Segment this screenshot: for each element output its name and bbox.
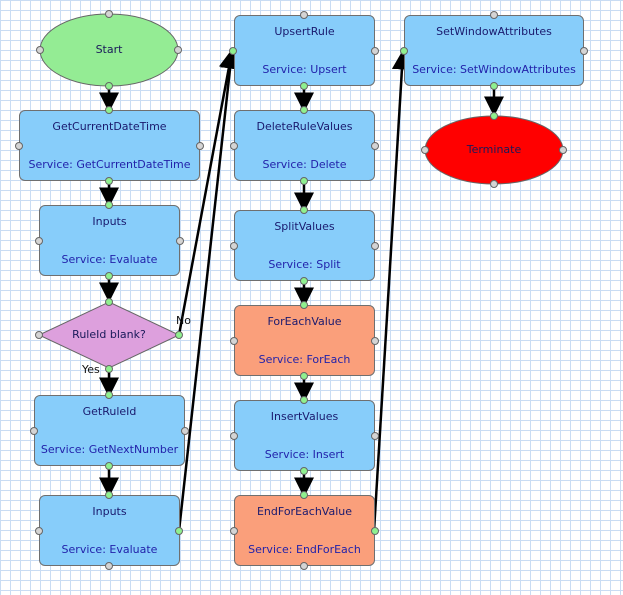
node-service: Service: Upsert <box>262 63 347 76</box>
node-inputs-2[interactable]: Inputs Service: Evaluate <box>39 495 180 566</box>
port[interactable] <box>300 11 308 19</box>
port[interactable] <box>300 562 308 570</box>
port-connected[interactable] <box>490 82 498 90</box>
node-title: GetCurrentDateTime <box>52 120 167 133</box>
port[interactable] <box>490 180 498 188</box>
node-get-rule-id[interactable]: GetRuleId Service: GetNextNumber <box>34 395 185 466</box>
node-for-each-value[interactable]: ForEachValue Service: ForEach <box>234 305 375 376</box>
port-connected[interactable] <box>105 365 113 373</box>
node-service: Service: Split <box>268 258 341 271</box>
node-service: Service: Insert <box>264 448 345 461</box>
port-connected[interactable] <box>105 106 113 114</box>
port-connected[interactable] <box>175 331 183 339</box>
node-service: Service: EndForEach <box>248 543 361 556</box>
node-end-for-each-value[interactable]: EndForEachValue Service: EndForEach <box>234 495 375 566</box>
node-insert-values[interactable]: InsertValues Service: Insert <box>234 400 375 471</box>
port[interactable] <box>35 331 43 339</box>
decision-no-label: No <box>176 314 191 327</box>
start-label: Start <box>95 43 123 56</box>
port[interactable] <box>371 242 379 250</box>
port[interactable] <box>371 432 379 440</box>
port[interactable] <box>580 47 588 55</box>
port-connected[interactable] <box>105 272 113 280</box>
port[interactable] <box>196 142 204 150</box>
node-title: ForEachValue <box>267 315 342 328</box>
port[interactable] <box>181 427 189 435</box>
port[interactable] <box>490 11 498 19</box>
node-title: InsertValues <box>270 410 339 423</box>
node-set-window-attributes[interactable]: SetWindowAttributes Service: SetWindowAt… <box>404 15 584 86</box>
port-connected[interactable] <box>105 462 113 470</box>
port-connected[interactable] <box>400 47 408 55</box>
edge-inputs-to-upsertrule <box>177 48 241 532</box>
port-connected[interactable] <box>105 177 113 185</box>
port-connected[interactable] <box>105 298 113 306</box>
port-connected[interactable] <box>300 106 308 114</box>
port-connected[interactable] <box>300 372 308 380</box>
node-title: GetRuleId <box>82 405 137 418</box>
node-service: Service: GetNextNumber <box>40 443 179 456</box>
port[interactable] <box>105 562 113 570</box>
port[interactable] <box>35 237 43 245</box>
node-title: DeleteRuleValues <box>256 120 353 133</box>
port[interactable] <box>371 142 379 150</box>
node-title: EndForEachValue <box>256 505 352 518</box>
node-title: SplitValues <box>274 220 335 233</box>
port-connected[interactable] <box>300 491 308 499</box>
port-connected[interactable] <box>300 82 308 90</box>
port-connected[interactable] <box>300 206 308 214</box>
port[interactable] <box>15 142 23 150</box>
port-connected[interactable] <box>371 527 379 535</box>
port-connected[interactable] <box>300 467 308 475</box>
node-service: Service: Delete <box>262 158 347 171</box>
node-service: Service: Evaluate <box>61 253 158 266</box>
node-inputs-1[interactable]: Inputs Service: Evaluate <box>39 205 180 276</box>
node-service: Service: Evaluate <box>61 543 158 556</box>
port-connected[interactable] <box>175 527 183 535</box>
port[interactable] <box>174 46 182 54</box>
node-title: Inputs <box>92 215 127 228</box>
node-title: Inputs <box>92 505 127 518</box>
terminate-label: Terminate <box>466 143 522 156</box>
node-split-values[interactable]: SplitValues Service: Split <box>234 210 375 281</box>
decision-label: RuleId blank? <box>72 328 146 341</box>
edge-endforeachvalue-to-setwindowattributes <box>372 49 412 532</box>
port-connected[interactable] <box>300 301 308 309</box>
port[interactable] <box>230 337 238 345</box>
port[interactable] <box>35 527 43 535</box>
port[interactable] <box>230 242 238 250</box>
port[interactable] <box>30 427 38 435</box>
port[interactable] <box>230 142 238 150</box>
node-service: Service: ForEach <box>258 353 351 366</box>
node-service: Service: SetWindowAttributes <box>412 63 576 76</box>
port[interactable] <box>230 527 238 535</box>
port-connected[interactable] <box>105 82 113 90</box>
node-delete-rule-values[interactable]: DeleteRuleValues Service: Delete <box>234 110 375 181</box>
port[interactable] <box>230 432 238 440</box>
port[interactable] <box>371 337 379 345</box>
port-connected[interactable] <box>300 177 308 185</box>
port-connected[interactable] <box>490 112 498 120</box>
port[interactable] <box>559 146 567 154</box>
node-title: UpsertRule <box>274 25 335 38</box>
port-connected[interactable] <box>105 391 113 399</box>
port-connected[interactable] <box>229 47 237 55</box>
decision-yes-label: Yes <box>82 363 100 376</box>
port[interactable] <box>105 10 113 18</box>
port[interactable] <box>176 237 184 245</box>
port[interactable] <box>36 46 44 54</box>
port-connected[interactable] <box>300 277 308 285</box>
node-service: Service: GetCurrentDateTime <box>28 158 191 171</box>
port-connected[interactable] <box>300 396 308 404</box>
port-connected[interactable] <box>105 491 113 499</box>
node-upsert-rule[interactable]: UpsertRule Service: Upsert <box>234 15 375 86</box>
node-title: SetWindowAttributes <box>436 25 552 38</box>
port-connected[interactable] <box>105 201 113 209</box>
edge-decision-no-to-upsertrule <box>177 48 239 336</box>
node-get-current-date-time[interactable]: GetCurrentDateTime Service: GetCurrentDa… <box>19 110 200 181</box>
port[interactable] <box>421 146 429 154</box>
port[interactable] <box>371 47 379 55</box>
